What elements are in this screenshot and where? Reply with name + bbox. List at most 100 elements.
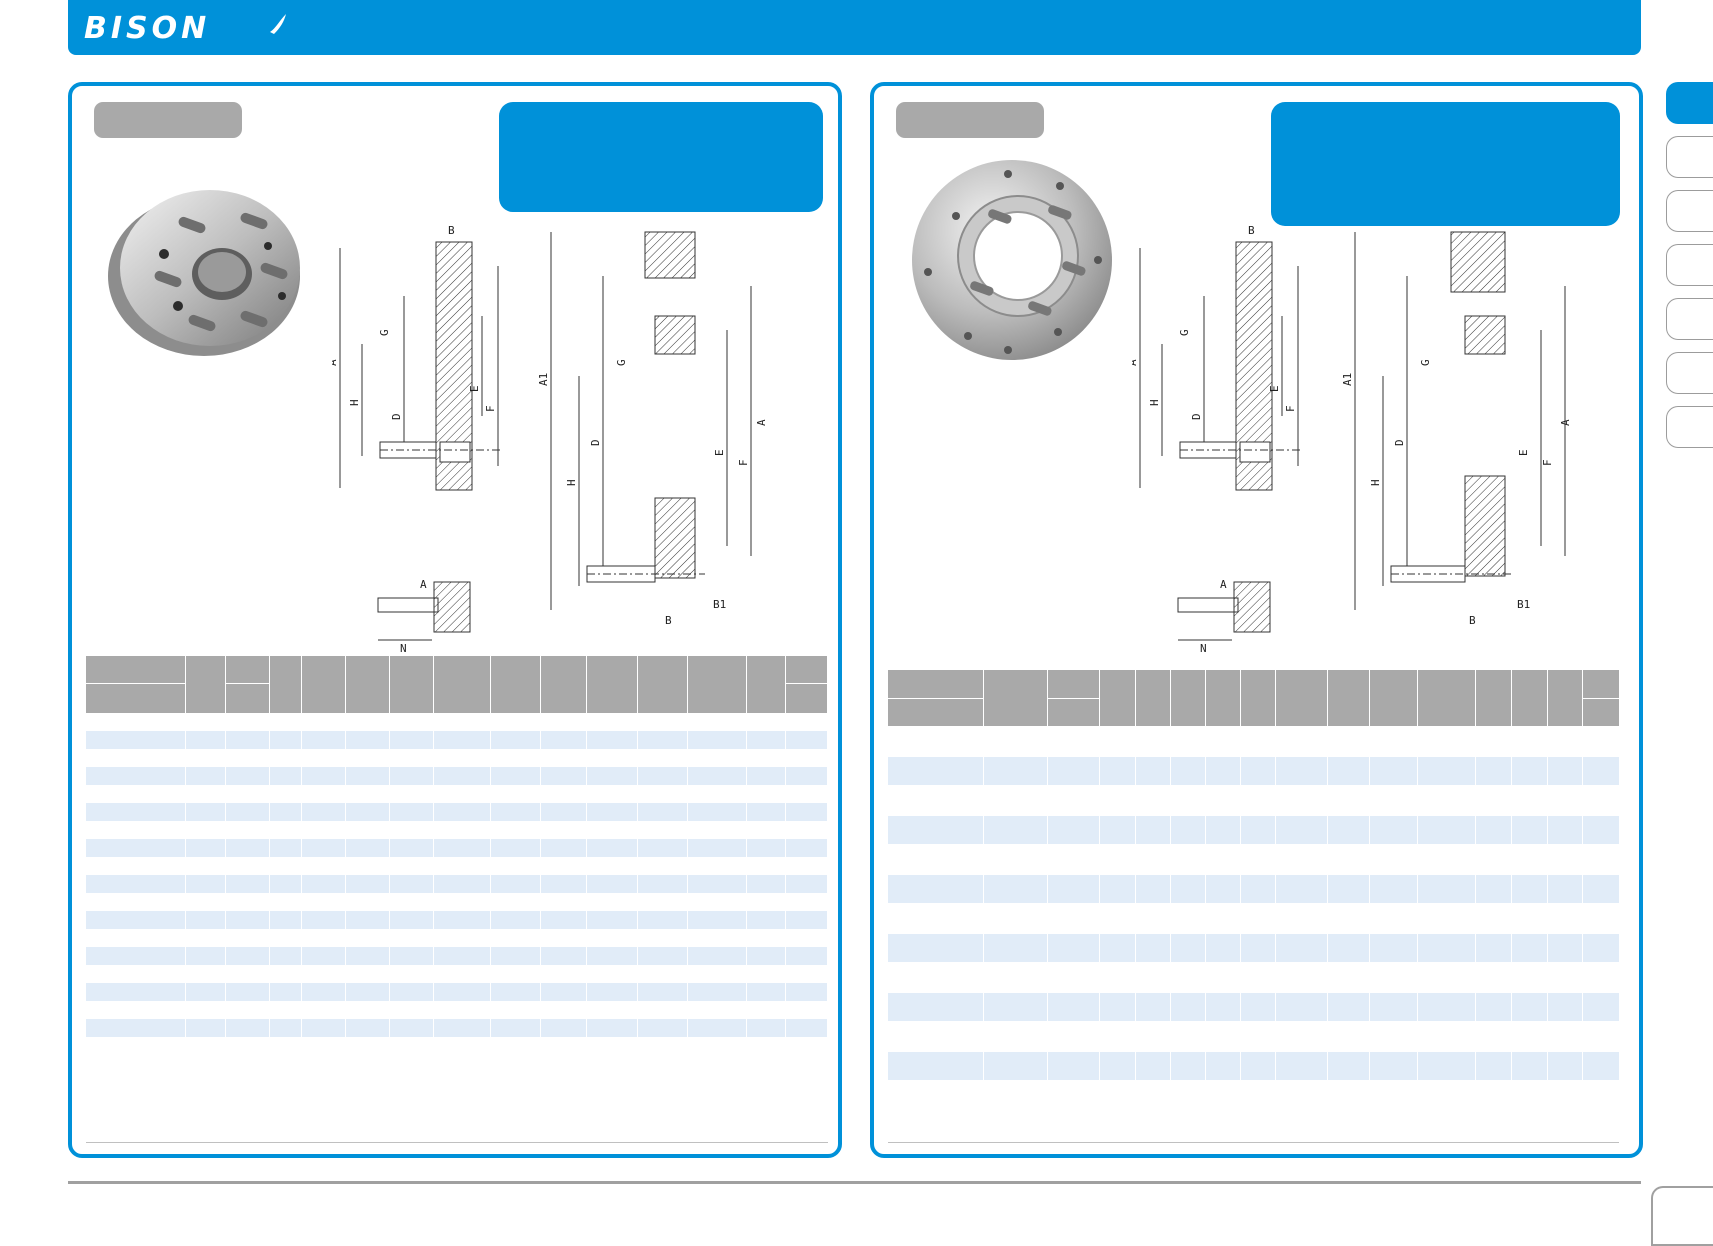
product-code-badge: [896, 102, 1044, 138]
dimension-label-h: H: [1369, 479, 1382, 486]
dimension-label-a: A: [755, 419, 767, 426]
dimension-label-e: E: [1268, 385, 1281, 392]
dimension-label-f: F: [737, 459, 750, 466]
table-row: [86, 965, 829, 983]
table-row: [86, 947, 829, 965]
dimension-label-a1: A1: [1341, 373, 1354, 386]
adapter-plate-photo: [108, 190, 300, 356]
technical-drawing-detail-a: AN: [377, 578, 471, 655]
dimension-label-f: F: [1541, 459, 1554, 466]
dimension-label-h: H: [348, 399, 361, 406]
table-row: [888, 1052, 1620, 1080]
table-row: [86, 785, 829, 803]
dimension-label-a: A: [332, 359, 339, 366]
table-row: [86, 911, 829, 929]
product-code-badge: [94, 102, 242, 138]
dimension-label-a: A: [420, 578, 427, 591]
chapter-tab[interactable]: [1666, 298, 1713, 340]
dimension-label-a: A: [1559, 419, 1572, 426]
dimension-label-b: B: [1469, 614, 1476, 626]
dimension-label-n: N: [1200, 642, 1207, 655]
flange-plate-photo: [912, 160, 1112, 360]
table-row: [888, 875, 1620, 903]
dimension-label-e: E: [468, 385, 481, 392]
table-row: [888, 903, 1620, 934]
product-title-box: [1271, 102, 1620, 226]
dimension-label-a: A: [1220, 578, 1227, 591]
technical-drawing-section-b: A A1B B1 D E F G H: [1341, 231, 1572, 626]
table-row: [86, 893, 829, 911]
table-bottom-rule: [888, 1142, 1619, 1143]
dimension-label-f: F: [1284, 405, 1297, 412]
chapter-tab[interactable]: [1666, 136, 1713, 178]
dimension-label-g: G: [1178, 329, 1191, 336]
table-row: [888, 962, 1620, 993]
brand-logo: BISON: [84, 11, 211, 46]
dimension-label-b: B: [448, 224, 455, 237]
footer-rule: [68, 1181, 1641, 1184]
table-row: [86, 731, 829, 749]
dimension-label-d: D: [589, 439, 602, 446]
chapter-tab[interactable]: [1666, 406, 1713, 448]
table-bottom-rule: [86, 1142, 828, 1143]
technical-drawing-detail-a: AN: [1177, 578, 1271, 655]
table-row: [86, 821, 829, 839]
table-row: [888, 757, 1620, 785]
dimension-label-n: N: [400, 642, 407, 655]
table-header-row: [86, 683, 829, 714]
dimension-label-b1: B1: [713, 598, 726, 611]
chapter-tab[interactable]: [1666, 190, 1713, 232]
dimension-label-a: A: [1132, 359, 1139, 366]
dimension-label-f: F: [484, 405, 497, 412]
table-row: [888, 726, 1620, 757]
technical-drawing-section-a: A B D E F G H: [1132, 224, 1302, 491]
page-number-tab: [1651, 1186, 1713, 1246]
product-title-box: [499, 102, 823, 212]
dimension-label-g: G: [378, 329, 391, 336]
technical-drawing-section-b: A A1B B1 D E F G H: [537, 231, 767, 626]
table-row: [888, 934, 1620, 962]
table-row: [86, 713, 829, 731]
dimension-label-g: G: [1419, 359, 1432, 366]
dimension-label-b1: B1: [1517, 598, 1530, 611]
table-row: [86, 857, 829, 875]
table-row: [86, 875, 829, 893]
header-bar: BISON: [68, 0, 1641, 55]
table-row: [888, 816, 1620, 844]
dimension-label-b: B: [665, 614, 672, 626]
chapter-tab-active[interactable]: [1666, 82, 1713, 124]
technical-drawing-section-a: A B D E F G H: [332, 224, 502, 491]
table-header-row: [86, 656, 829, 714]
dimension-label-e: E: [1517, 449, 1530, 456]
table-row: [86, 1019, 829, 1037]
spec-table: [86, 656, 829, 1055]
table-row: [888, 993, 1620, 1021]
dimension-label-g: G: [615, 359, 628, 366]
table-row: [86, 803, 829, 821]
table-row: [86, 1037, 829, 1055]
chapter-tab[interactable]: [1666, 244, 1713, 286]
spec-table: [888, 670, 1620, 1080]
dimension-label-d: D: [390, 413, 403, 420]
dimension-label-d: D: [1393, 439, 1406, 446]
dimension-label-d: D: [1190, 413, 1203, 420]
table-row: [86, 929, 829, 947]
chapter-tab[interactable]: [1666, 352, 1713, 394]
dimension-label-h: H: [565, 479, 578, 486]
bison-horn-logo: [270, 14, 286, 34]
table-row: [86, 767, 829, 785]
dimension-label-e: E: [713, 449, 726, 456]
table-row: [888, 844, 1620, 875]
table-row: [86, 749, 829, 767]
table-header-row: [888, 698, 1620, 727]
table-row: [888, 785, 1620, 816]
table-row: [86, 983, 829, 1001]
table-row: [86, 1001, 829, 1019]
table-row: [86, 839, 829, 857]
dimension-label-b: B: [1248, 224, 1255, 237]
dimension-label-a1: A1: [537, 373, 550, 386]
table-row: [888, 1021, 1620, 1052]
dimension-label-h: H: [1148, 399, 1161, 406]
